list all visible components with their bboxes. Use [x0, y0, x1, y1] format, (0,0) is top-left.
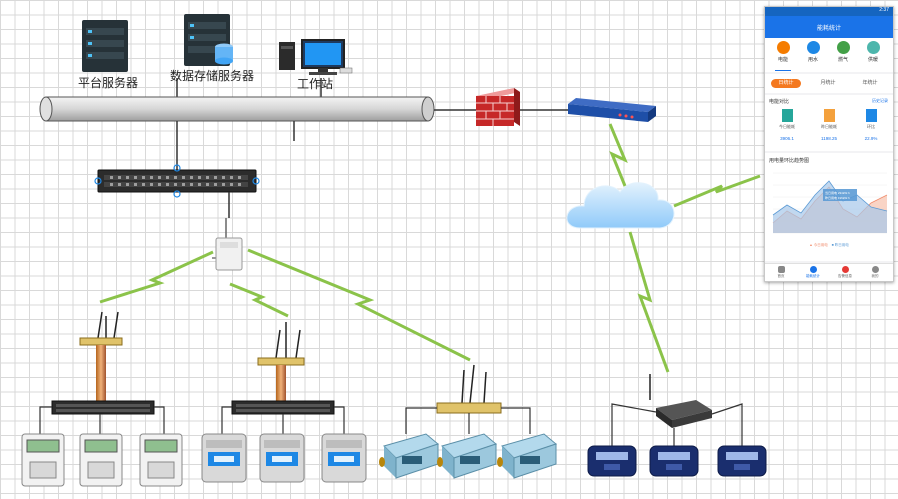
app-title: 能耗统计 — [816, 26, 841, 32]
gas-meter-2-icon — [259, 433, 305, 483]
person-icon — [871, 266, 879, 273]
stat-name: 今日能耗 — [779, 124, 795, 129]
trend-chart-card: 用电量环比趋势图 当日用电 234kW·h 昨日用电 196kW·h ▲ 今日用… — [765, 153, 893, 261]
app-header: 能耗统计 — [765, 16, 893, 38]
stat-name: 环比 — [867, 124, 875, 129]
active-category-underline — [775, 70, 791, 71]
tab-monthly[interactable]: 月统计 — [820, 80, 836, 86]
section-title: 电能对比 — [769, 99, 790, 105]
category-label: 供暖 — [867, 57, 878, 63]
status-bar: 2:37 — [765, 7, 893, 16]
tooltip-line-2: 昨日用电 196kW·h — [825, 195, 850, 200]
nav-label: 我的 — [871, 274, 879, 278]
firewall-icon — [476, 88, 520, 126]
router-icon — [568, 98, 656, 122]
nav-home[interactable]: 首页 — [769, 266, 793, 279]
gateway-3-icon — [436, 364, 502, 414]
gateway-1-icon — [79, 311, 123, 401]
category-gas[interactable]: 燃气 — [831, 41, 855, 63]
flame-icon — [836, 41, 850, 54]
platform-server-icon — [82, 20, 128, 72]
nav-label: 能耗统计 — [806, 274, 820, 278]
category-water[interactable]: 用水 — [801, 41, 825, 63]
energy-compare-card: 电能对比 历史记录 今日能耗 3906.1 昨日能耗 1198.25 环比 22… — [765, 95, 893, 151]
layers-icon — [777, 266, 785, 273]
heat-meter-3-icon — [717, 445, 767, 477]
period-tabs: 日统计 月统计 年统计 — [765, 74, 893, 93]
document-icon — [823, 109, 835, 122]
electric-meter-1-icon — [21, 433, 65, 487]
gas-meter-3-icon — [321, 433, 367, 483]
stat-today: 今日能耗 3906.1 — [771, 109, 803, 141]
tab-daily[interactable]: 日统计 — [771, 79, 801, 88]
nav-me[interactable]: 我的 — [863, 266, 887, 279]
category-electricity[interactable]: 电能 — [771, 41, 795, 63]
nav-label: 告警信息 — [838, 274, 852, 278]
tab-yearly[interactable]: 年统计 — [862, 80, 878, 86]
phone-app-screenshot: 2:37 能耗统计 电能 用水 燃气 供暖 日统计 月统计 年统计 电能对比 历… — [764, 6, 894, 282]
gateway-2-icon — [257, 322, 305, 401]
status-time: 2:37 — [879, 7, 889, 13]
water-drop-icon — [806, 41, 820, 54]
core-switch-icon — [94, 164, 260, 198]
workstation-icon — [279, 39, 353, 75]
trend-up-icon — [865, 109, 877, 122]
legend-today: ▲ 今日用电 — [809, 243, 828, 247]
nav-alerts[interactable]: 告警信息 — [833, 266, 857, 279]
category-label: 用水 — [807, 57, 818, 63]
electric-meter-3-icon — [139, 433, 183, 487]
bottom-nav: 首页 能耗统计 告警信息 我的 — [765, 263, 893, 281]
calendar-icon — [781, 109, 793, 122]
collector-1-icon — [51, 400, 155, 415]
dtu-icon — [649, 374, 712, 428]
trend-chart: 当日用电 234kW·h 昨日用电 196kW·h — [772, 172, 888, 234]
stat-ratio: 环比 22.9% — [855, 109, 887, 141]
workstation-label: 工作站 — [297, 77, 334, 91]
meter-wires — [39, 403, 743, 446]
stat-value: 22.9% — [864, 136, 878, 141]
wireless-ap-icon — [212, 218, 243, 271]
bell-icon — [841, 266, 849, 273]
platform-server-label: 平台服务器 — [78, 76, 139, 90]
water-meter-3-icon — [497, 433, 558, 479]
category-label: 燃气 — [837, 57, 848, 63]
wireless-links — [99, 123, 761, 373]
category-heating[interactable]: 供暖 — [861, 41, 885, 63]
stat-value: 3906.1 — [780, 136, 794, 141]
network-bus-pipe — [39, 78, 476, 170]
chart-icon — [809, 266, 817, 273]
stat-yesterday: 昨日能耗 1198.25 — [813, 109, 845, 141]
nav-energy[interactable]: 能耗统计 — [801, 266, 825, 279]
water-meter-1-icon — [379, 433, 440, 479]
heating-icon — [866, 41, 880, 54]
storage-server-icon — [184, 14, 233, 66]
stat-value: 1198.25 — [821, 136, 837, 141]
gas-meter-1-icon — [201, 433, 247, 483]
category-label: 电能 — [777, 57, 788, 63]
cloud-icon — [566, 182, 675, 229]
heat-meter-1-icon — [587, 445, 637, 477]
water-meter-2-icon — [437, 433, 498, 479]
nav-label: 首页 — [777, 274, 785, 278]
tooltip-line-1: 当日用电 234kW·h — [825, 190, 850, 195]
category-tabs: 电能 用水 燃气 供暖 — [765, 38, 893, 72]
electric-meter-2-icon — [79, 433, 123, 487]
collector-2-icon — [231, 400, 335, 415]
chart-legend: ▲ 今日用电 ■ 昨日用电 — [765, 243, 893, 248]
lightning-icon — [776, 41, 790, 54]
chart-title: 用电量环比趋势图 — [769, 158, 810, 164]
history-link[interactable]: 历史记录 — [872, 98, 888, 103]
stat-name: 昨日能耗 — [821, 124, 837, 129]
heat-meter-2-icon — [649, 445, 699, 477]
legend-yesterday: ■ 昨日用电 — [831, 243, 849, 247]
storage-server-label: 数据存储服务器 — [170, 69, 255, 83]
